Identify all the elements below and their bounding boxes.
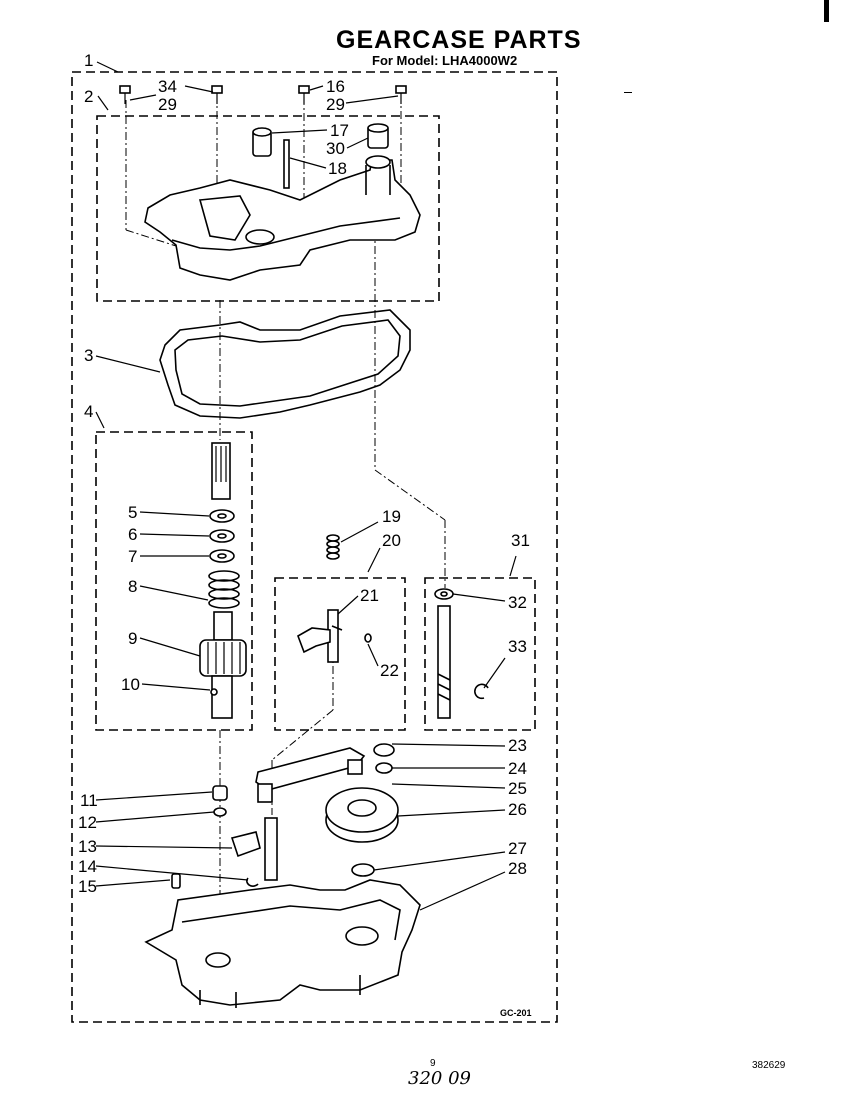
callout-29-right: 29 bbox=[326, 95, 345, 114]
splined-shaft bbox=[211, 442, 231, 500]
pinion-group-box bbox=[95, 431, 253, 731]
callout-28: 28 bbox=[508, 859, 527, 878]
callout-18: 18 bbox=[328, 159, 347, 178]
screw-29-left bbox=[119, 85, 131, 104]
callout-22: 22 bbox=[380, 661, 399, 680]
screw-16 bbox=[298, 85, 310, 104]
callout-25: 25 bbox=[508, 779, 527, 798]
clip-14 bbox=[246, 877, 259, 887]
callout-33: 33 bbox=[508, 637, 527, 656]
agitator-shaft bbox=[230, 817, 278, 881]
callout-31: 31 bbox=[511, 531, 530, 550]
callout-19: 19 bbox=[382, 507, 401, 526]
scan-edge-mark bbox=[824, 0, 829, 22]
callout-27: 27 bbox=[508, 839, 527, 858]
callout-32: 32 bbox=[508, 593, 527, 612]
washer-27 bbox=[351, 863, 375, 877]
callout-30: 30 bbox=[326, 139, 345, 158]
shift-fork bbox=[297, 609, 343, 663]
callout-1: 1 bbox=[84, 51, 94, 70]
callout-34: 34 bbox=[158, 77, 177, 96]
callout-20: 20 bbox=[382, 531, 401, 550]
pin-10 bbox=[210, 688, 218, 696]
model-subtitle: For Model: LHA4000W2 bbox=[372, 53, 518, 68]
pinion-gear-9 bbox=[199, 611, 247, 719]
pin-15 bbox=[171, 873, 181, 889]
pin-18 bbox=[283, 139, 290, 189]
retaining-ring-33 bbox=[474, 683, 489, 700]
clip-22 bbox=[364, 633, 372, 643]
diagram-code: GC-201 bbox=[500, 1008, 532, 1018]
page-number: 9 bbox=[430, 1058, 436, 1069]
callout-12: 12 bbox=[78, 813, 97, 832]
callout-11: 11 bbox=[80, 791, 98, 810]
callout-4: 4 bbox=[84, 402, 94, 421]
crank-arm bbox=[255, 747, 366, 803]
gearcase-assembly-boundary bbox=[71, 71, 558, 1023]
callout-14: 14 bbox=[78, 857, 97, 876]
drive-shaft-group-box bbox=[424, 577, 536, 731]
main-gear-26 bbox=[325, 787, 399, 843]
page-title: GEARCASE PARTS bbox=[336, 26, 582, 54]
callout-15: 15 bbox=[78, 877, 97, 896]
spring-8 bbox=[208, 570, 240, 609]
screw-34 bbox=[211, 85, 223, 104]
callout-2: 2 bbox=[84, 87, 94, 106]
callout-23: 23 bbox=[508, 736, 527, 755]
bushing-11 bbox=[212, 785, 228, 801]
callout-9: 9 bbox=[128, 629, 138, 648]
drive-shaft bbox=[437, 605, 451, 719]
callout-24: 24 bbox=[508, 759, 527, 778]
callout-17: 17 bbox=[330, 121, 349, 140]
bushing-30 bbox=[367, 123, 389, 149]
callout-6: 6 bbox=[128, 525, 138, 544]
callout-16: 16 bbox=[326, 77, 345, 96]
callout-13: 13 bbox=[78, 837, 97, 856]
bushing-17 bbox=[252, 127, 272, 157]
callout-8: 8 bbox=[128, 577, 138, 596]
callout-29-left: 29 bbox=[158, 95, 177, 114]
gearcase-base bbox=[144, 879, 421, 1006]
callout-21: 21 bbox=[360, 586, 379, 605]
gasket-3 bbox=[159, 309, 411, 419]
callout-26: 26 bbox=[508, 800, 527, 819]
gearcase-cover bbox=[144, 159, 421, 281]
spring-19 bbox=[326, 534, 340, 560]
callout-10: 10 bbox=[121, 675, 140, 694]
screw-29-right bbox=[395, 85, 407, 104]
callout-5: 5 bbox=[128, 503, 138, 522]
washer-24 bbox=[375, 762, 393, 774]
handwritten-note: 320 09 bbox=[408, 1068, 471, 1089]
shift-fork-group-box bbox=[274, 577, 406, 731]
callout-7: 7 bbox=[128, 547, 138, 566]
cover-group-box bbox=[96, 115, 440, 302]
scan-speck bbox=[624, 92, 632, 93]
washer-23 bbox=[373, 743, 395, 757]
document-number: 382629 bbox=[752, 1060, 786, 1071]
washer-12 bbox=[213, 807, 227, 817]
callout-3: 3 bbox=[84, 346, 94, 365]
